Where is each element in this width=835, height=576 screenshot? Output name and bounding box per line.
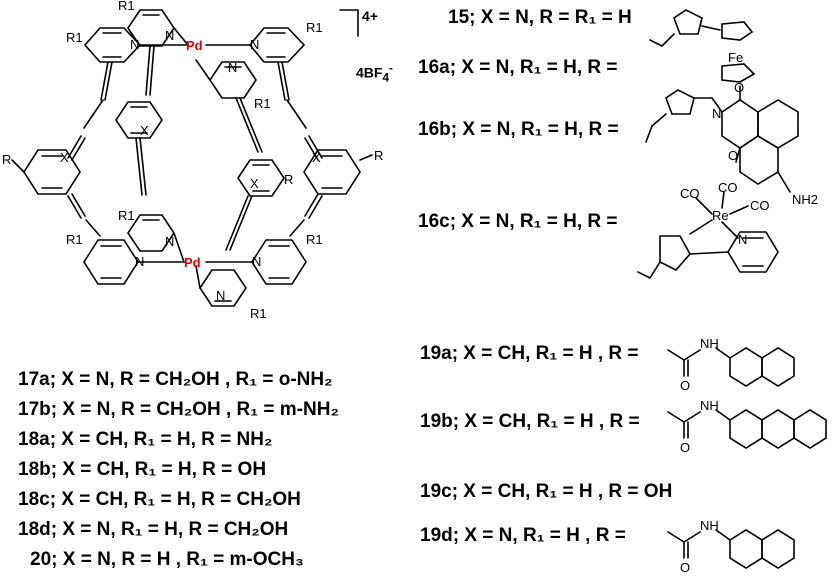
cage-column-inner-right [195,59,285,307]
r1-bottom-left-label: R1 [66,232,83,247]
label-18c: 18c; X = CH, R₁ = H, R = CH₂OH [18,489,301,510]
substituent-16c [637,191,779,279]
counterion-superscript: - [388,62,393,75]
label-19a: 19a; X = CH, R₁ = H , R = [420,343,639,364]
label-17a: 17a; X = N, R = CH₂OH , R₁ = o-NH₂ [18,369,333,390]
amide-oxygen-19a-label: O [680,378,690,393]
carbonyl-16c-left-label: CO [680,186,700,201]
oxygen-16b-bottom-label: O [728,148,738,163]
label-18d: 18d; X = N, R₁ = H, R = CH₂OH [18,519,289,540]
cage-arene-right [289,135,373,237]
substituent-16a [649,9,756,83]
carbonyl-16c-right-label: CO [750,198,770,213]
label-18a: 18a; X = CH, R₁ = H, R = NH₂ [18,429,273,450]
rhenium-label: Re [712,208,729,223]
r1-top-right-label: R1 [306,20,323,35]
label-18b: 18b; X = CH, R₁ = H, R = OH [18,459,267,480]
r1-bottom-outer-label: R1 [250,306,267,321]
substituent-19b [667,409,827,449]
counterion: 4BF4- [356,62,393,84]
nitrogen-inner-top-label: N [165,28,174,43]
cage-pyridine-bottom-right [205,239,307,285]
label-17b: 17b; X = N, R = CH₂OH , R₁ = m-NH₂ [18,399,339,420]
amine-16b-label: NH2 [792,192,818,207]
r-left-label: R [2,152,11,167]
substituent-16b [645,85,799,193]
palladium-top-label: Pd [186,38,203,53]
amide-oxygen-19d-label: O [680,560,690,575]
nitrogen-bottom-right-label: N [252,254,261,269]
nitrogen-top-right-label: N [250,37,259,52]
label-16a: 16a; X = N, R₁ = H, R = [418,57,618,78]
counterion-subscript: 4 [382,71,389,85]
cage-arene-left [11,149,81,195]
cage-alkyne-top-left [67,99,104,161]
oxygen-16b-top-label: O [734,80,744,95]
r1-inner-right-label: R1 [254,96,271,111]
nitrogen-bottom-left-label: N [135,254,144,269]
label-19c: 19c; X = CH, R₁ = H , R = OH [420,481,673,502]
cage-pyridine-top-right [205,27,307,129]
label-15: 15; X = N, R = R₁ = H [448,7,632,28]
r1-bottom-inner-label: R1 [118,208,135,223]
nitrogen-16b-label: N [712,106,721,121]
charge-bracket [339,9,359,37]
nitrogen-inner-right-bottom-label: N [216,288,225,303]
cage-pyridine-top-left [83,27,189,101]
r1-top-inner-label: R1 [118,0,135,13]
substituent-19a [667,347,795,387]
r-inner-label: R [284,172,293,187]
amide-nh-19b-label: NH [700,398,719,413]
counterion-formula: 4BF [356,64,383,81]
x-inner-right-label: X [250,176,259,191]
cage-alkyne-bottom-left [67,193,101,237]
amide-nh-19d-label: NH [700,518,719,533]
cage-charge: 4+ [362,8,378,24]
x-inner-left-label: X [140,123,149,138]
amide-nh-19a-label: NH [700,336,719,351]
carbonyl-16c-top-label: CO [718,180,738,195]
x-right-label: X [312,150,321,165]
label-20: 20; X = N, R = H , R₁ = m-OCH₃ [30,549,304,570]
r-right-label: R [374,148,383,163]
label-16c: 16c; X = N, R₁ = H, R = [418,211,618,232]
x-left-label: X [60,150,69,165]
label-19d: 19d; X = N, R₁ = H , R = [420,525,626,546]
nitrogen-inner-bottom-label: N [165,234,174,249]
nitrogen-16c-pyridine-label: N [738,232,747,247]
amide-oxygen-19b-label: O [680,440,690,455]
palladium-bottom-label: Pd [184,255,201,270]
r1-bottom-right-label: R1 [306,232,323,247]
nitrogen-top-left-label: N [130,37,139,52]
substituent-19d [667,529,795,569]
iron-label: Fe [728,50,743,65]
cage-column-inner-left [115,9,189,263]
cage-pyridine-bottom-left [83,239,185,285]
label-19b: 19b; X = CH, R₁ = H , R = [420,411,640,432]
r1-top-left-label: R1 [66,30,83,45]
nitrogen-inner-right-top-label: N [228,60,237,75]
label-16b: 16b; X = N, R₁ = H, R = [418,119,619,140]
